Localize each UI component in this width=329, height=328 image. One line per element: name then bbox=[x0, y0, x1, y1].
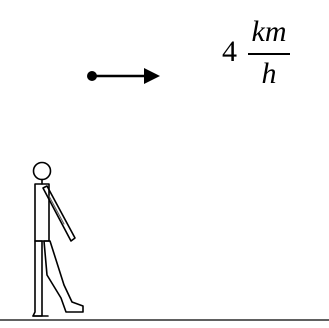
figure-back-leg bbox=[32, 240, 43, 317]
speed-value: 4 bbox=[222, 35, 237, 68]
figure-arm-detail bbox=[48, 195, 65, 225]
speed-unit-fraction: km h bbox=[246, 17, 292, 89]
figure-arm bbox=[42, 185, 76, 242]
speed-unit-denominator: h bbox=[261, 57, 277, 90]
arrow-right-icon bbox=[144, 68, 160, 84]
fraction-bar bbox=[248, 53, 290, 55]
figure-head bbox=[32, 161, 52, 181]
velocity-vector bbox=[87, 68, 160, 84]
stick-figure-walking-icon bbox=[32, 161, 84, 317]
speed-unit-numerator: km bbox=[251, 15, 287, 48]
figure-front-leg bbox=[43, 240, 84, 313]
figure-torso bbox=[34, 183, 50, 242]
velocity-origin-dot bbox=[87, 71, 97, 81]
